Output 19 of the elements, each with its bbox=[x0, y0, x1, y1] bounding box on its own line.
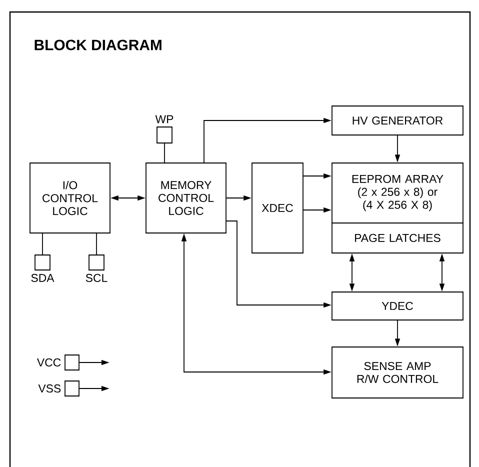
block-box: HV GENERATOR bbox=[332, 106, 464, 136]
block-box: SENSE AMP R/W CONTROL bbox=[332, 346, 464, 398]
block-box: I/O CONTROL LOGIC bbox=[30, 162, 110, 234]
block-box: EEPROM ARRAY (2 x 256 x 8) or (4 X 256 X 8) bbox=[332, 162, 464, 224]
node-label: WP bbox=[155, 115, 174, 124]
node-label: SCL bbox=[86, 274, 108, 282]
pin-square: WP bbox=[155, 115, 174, 144]
block-box: PAGE LATCHES bbox=[332, 222, 464, 254]
block-box: XDEC bbox=[252, 162, 304, 254]
pin-square: VCC bbox=[36, 354, 80, 370]
node-label: SDA bbox=[31, 274, 54, 282]
node-label: VCC bbox=[36, 358, 61, 367]
node-label: VSS bbox=[38, 384, 61, 393]
pin-square: VSS bbox=[38, 380, 80, 396]
block-box: MEMORY CONTROL LOGIC bbox=[146, 162, 226, 234]
pin-square: SDA bbox=[31, 254, 54, 282]
block-box: YDEC bbox=[332, 292, 464, 320]
title: BLOCK DIAGRAM bbox=[34, 40, 162, 50]
pin-square: SCL bbox=[86, 254, 108, 282]
